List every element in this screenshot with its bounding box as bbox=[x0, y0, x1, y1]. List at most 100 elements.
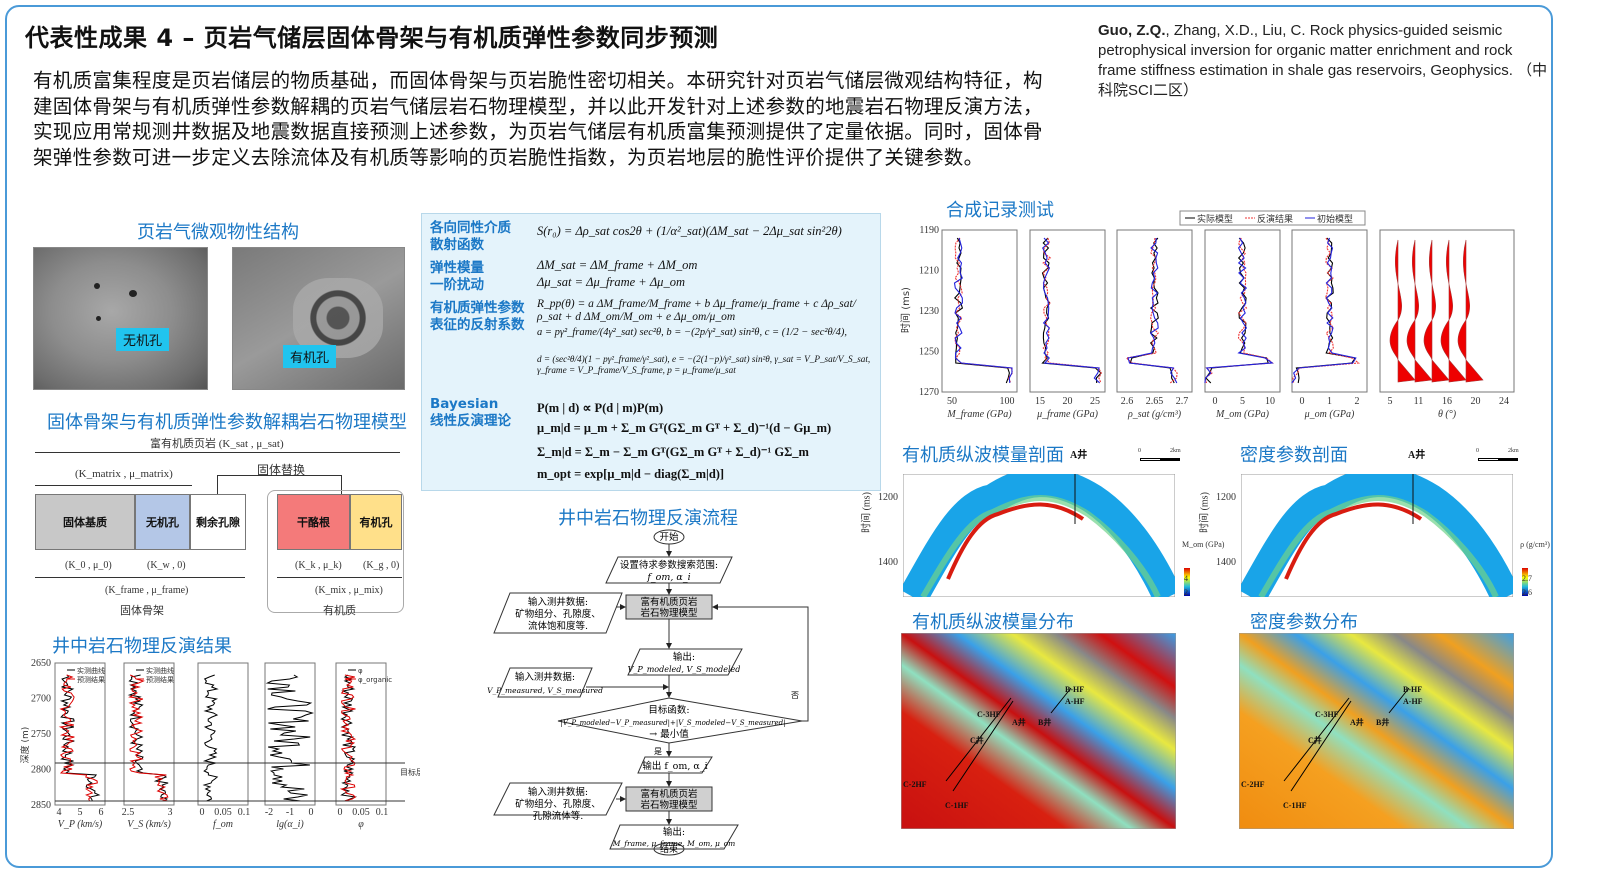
log-legend-label: 预测结果 bbox=[146, 675, 174, 684]
synth-ytick: 1230 bbox=[919, 306, 939, 317]
synth-xtick: 0 bbox=[1300, 396, 1305, 407]
synthetic-test-plots: 实际模型反演结果初始模型时间 (ms)119012101230125012705… bbox=[899, 210, 1515, 420]
model-title: 固体骨架与有机质弹性参数解耦岩石物理模型 bbox=[47, 412, 407, 433]
logs-ytick: 2850 bbox=[31, 800, 51, 811]
colorbar bbox=[1184, 568, 1190, 596]
summary-paragraph: 有机质富集程度是页岩储层的物质基础，而固体骨架与页岩脆性密切相关。本研究针对页岩… bbox=[33, 69, 1043, 169]
bayesian-label: Bayesian 线性反演理论 bbox=[430, 396, 511, 429]
flow-model1-line1: 富有机质页岩 bbox=[640, 596, 697, 608]
scale-bar bbox=[1478, 458, 1518, 461]
map-well-label: C-1HF bbox=[1283, 801, 1307, 810]
seismic-section-image bbox=[903, 474, 1175, 597]
log-legend-label: φ_organic bbox=[358, 676, 392, 684]
frame-moduli-label: (K_frame , μ_frame) bbox=[105, 585, 189, 596]
seismic-trace bbox=[1457, 239, 1484, 383]
sem-image-organic: 有机孔 bbox=[232, 247, 405, 390]
flow-output3-values: M_frame, μ_frame, M_om, μ_om bbox=[612, 839, 735, 848]
map-well-label: B井 bbox=[1038, 718, 1052, 727]
section-ytick: 1400 bbox=[878, 557, 898, 568]
flow-input2-values: V_P_measured, V_S_measured bbox=[487, 686, 603, 695]
modulus-perturbation-eq: ΔM_sat = ΔM_frame + ΔM_om bbox=[537, 258, 698, 272]
synth-curve bbox=[1042, 237, 1101, 384]
organic-pore-block: 有机孔 bbox=[350, 494, 402, 550]
log-xtick: 6 bbox=[99, 807, 104, 818]
well-label: A井 bbox=[1408, 450, 1426, 461]
synth-xtick: 50 bbox=[947, 396, 957, 407]
organic-matter-label: 有机质 bbox=[323, 605, 356, 617]
log-xtick: -1 bbox=[286, 807, 294, 818]
scale-start: 0 bbox=[1476, 448, 1479, 454]
synth-xtick: 0 bbox=[1213, 396, 1218, 407]
flow-model1-line2: 岩石物理模型 bbox=[640, 607, 698, 619]
flow-start: 开始 bbox=[659, 531, 679, 543]
synth-xtick: 10 bbox=[1265, 396, 1275, 407]
flow-input3-line2: 矿物组分、孔隙度、 bbox=[515, 798, 601, 810]
solid-matrix-block: 固体基质 bbox=[35, 494, 135, 550]
colorbar bbox=[1522, 568, 1528, 596]
scattering-function-label: 各向同性介质 散射函数 bbox=[430, 220, 511, 253]
log-legend-label: φ bbox=[358, 667, 363, 675]
flow-objective-expr: |V_P_modeled−V_P_measured|+|V_S_modeled−… bbox=[561, 719, 786, 727]
log-xtick: 0.05 bbox=[214, 807, 232, 818]
flow-input1-line3: 流体饱和度等. bbox=[528, 620, 588, 632]
seismic-trace bbox=[1423, 239, 1450, 383]
map-well-label: A井 bbox=[1012, 718, 1026, 727]
synth-curve bbox=[1204, 237, 1274, 384]
inversion-flowchart: 开始 设置待求参数搜索范围: f_om, α_i 输入测井数据: 矿物组分、孔隙… bbox=[487, 529, 809, 856]
flow-output2: 输出 f_om, α_i bbox=[642, 760, 707, 772]
map-well-label: B-HF bbox=[1065, 685, 1085, 694]
synth-xlabel: μ_om (GPa) bbox=[1304, 409, 1355, 420]
map-title: 有机质纵波模量分布 bbox=[912, 612, 1074, 633]
synth-legend-box bbox=[1179, 210, 1366, 226]
log-xlabel: V_S (km/s) bbox=[127, 819, 171, 830]
map-well-label: B井 bbox=[1376, 718, 1390, 727]
log-xtick: 2.5 bbox=[122, 807, 135, 818]
flow-input2-title: 输入测井数据: bbox=[515, 671, 575, 683]
scattering-function-equation: S(r₀) = Δρ_sat cos2θ + (1/α²_sat)(ΔM_sat… bbox=[537, 224, 842, 238]
logs-ytick: 2800 bbox=[31, 765, 51, 776]
synth-xtick: 24 bbox=[1499, 396, 1509, 407]
log-xlabel: f_om bbox=[213, 819, 233, 830]
section-ytick: 1400 bbox=[1216, 557, 1236, 568]
flow-set-range-params: f_om, α_i bbox=[646, 572, 690, 583]
rock-physics-model-diagram: 富有机质页岩 (K_sat , μ_sat) (K_matrix , μ_mat… bbox=[25, 430, 415, 620]
logs-ytick: 2700 bbox=[31, 694, 51, 705]
logs-ytick: 2750 bbox=[31, 729, 51, 740]
slide-frame bbox=[5, 5, 1553, 868]
seismic-trace bbox=[1440, 239, 1467, 383]
log-legend-label: 预测结果 bbox=[77, 675, 105, 684]
synth-ytick: 1190 bbox=[919, 225, 939, 236]
citation-text: , Zhang, X.D., Liu, C. Rock physics-guid… bbox=[1098, 22, 1548, 99]
citation-authors: Guo, Z.Q. bbox=[1098, 22, 1166, 39]
log-xtick: 0.1 bbox=[376, 807, 389, 818]
kg-label: (K_g , 0) bbox=[363, 560, 400, 571]
flow-objective-min: → 最小值 bbox=[649, 728, 689, 740]
colorbar-label: M_om (GPa) bbox=[1182, 540, 1225, 549]
synth-curve bbox=[1204, 237, 1274, 384]
posterior-cov-eq: Σ_m|d = Σ_m − Σ_m Gᵀ(GΣ_m Gᵀ + Σ_d)⁻¹ GΣ… bbox=[537, 445, 809, 459]
synth-xtick: 5 bbox=[1388, 396, 1393, 407]
log-curve bbox=[339, 674, 357, 802]
log-curve bbox=[127, 674, 169, 802]
synth-legend-label: 反演结果 bbox=[1257, 213, 1293, 225]
solid-substitution-label: 固体替换 bbox=[257, 463, 306, 477]
logs-ylabel: 深度 (m) bbox=[20, 727, 31, 764]
map-well-label: C-3HF bbox=[977, 710, 1001, 719]
target-layer-label: 目标层 bbox=[400, 767, 420, 777]
scale-bar bbox=[1140, 458, 1180, 461]
log-xtick: 0 bbox=[338, 807, 343, 818]
sem-image-inorganic: 无机孔 bbox=[33, 247, 208, 390]
flow-output3-title: 输出: bbox=[663, 826, 685, 838]
reflection-coefficient-label: 有机质弹性参数 表征的反射系数 bbox=[430, 300, 525, 333]
synth-ytick: 1250 bbox=[919, 347, 939, 358]
coefficients-abc-eq: a = pγ²_frame/(4γ²_sat) sec²θ, b = −(2p/… bbox=[537, 327, 847, 338]
attribute-map-image bbox=[1239, 633, 1514, 829]
synth-xtick: 20 bbox=[1063, 396, 1073, 407]
synth-xtick: 100 bbox=[1000, 396, 1015, 407]
log-xtick: 4 bbox=[57, 807, 62, 818]
map-well-label: C井 bbox=[1308, 736, 1322, 745]
synth-xlabel: ρ_sat (g/cm³) bbox=[1127, 409, 1182, 420]
log-xlabel: V_P (km/s) bbox=[58, 819, 103, 830]
kerogen-block: 干酪根 bbox=[277, 494, 350, 550]
scale-start: 0 bbox=[1138, 448, 1141, 454]
